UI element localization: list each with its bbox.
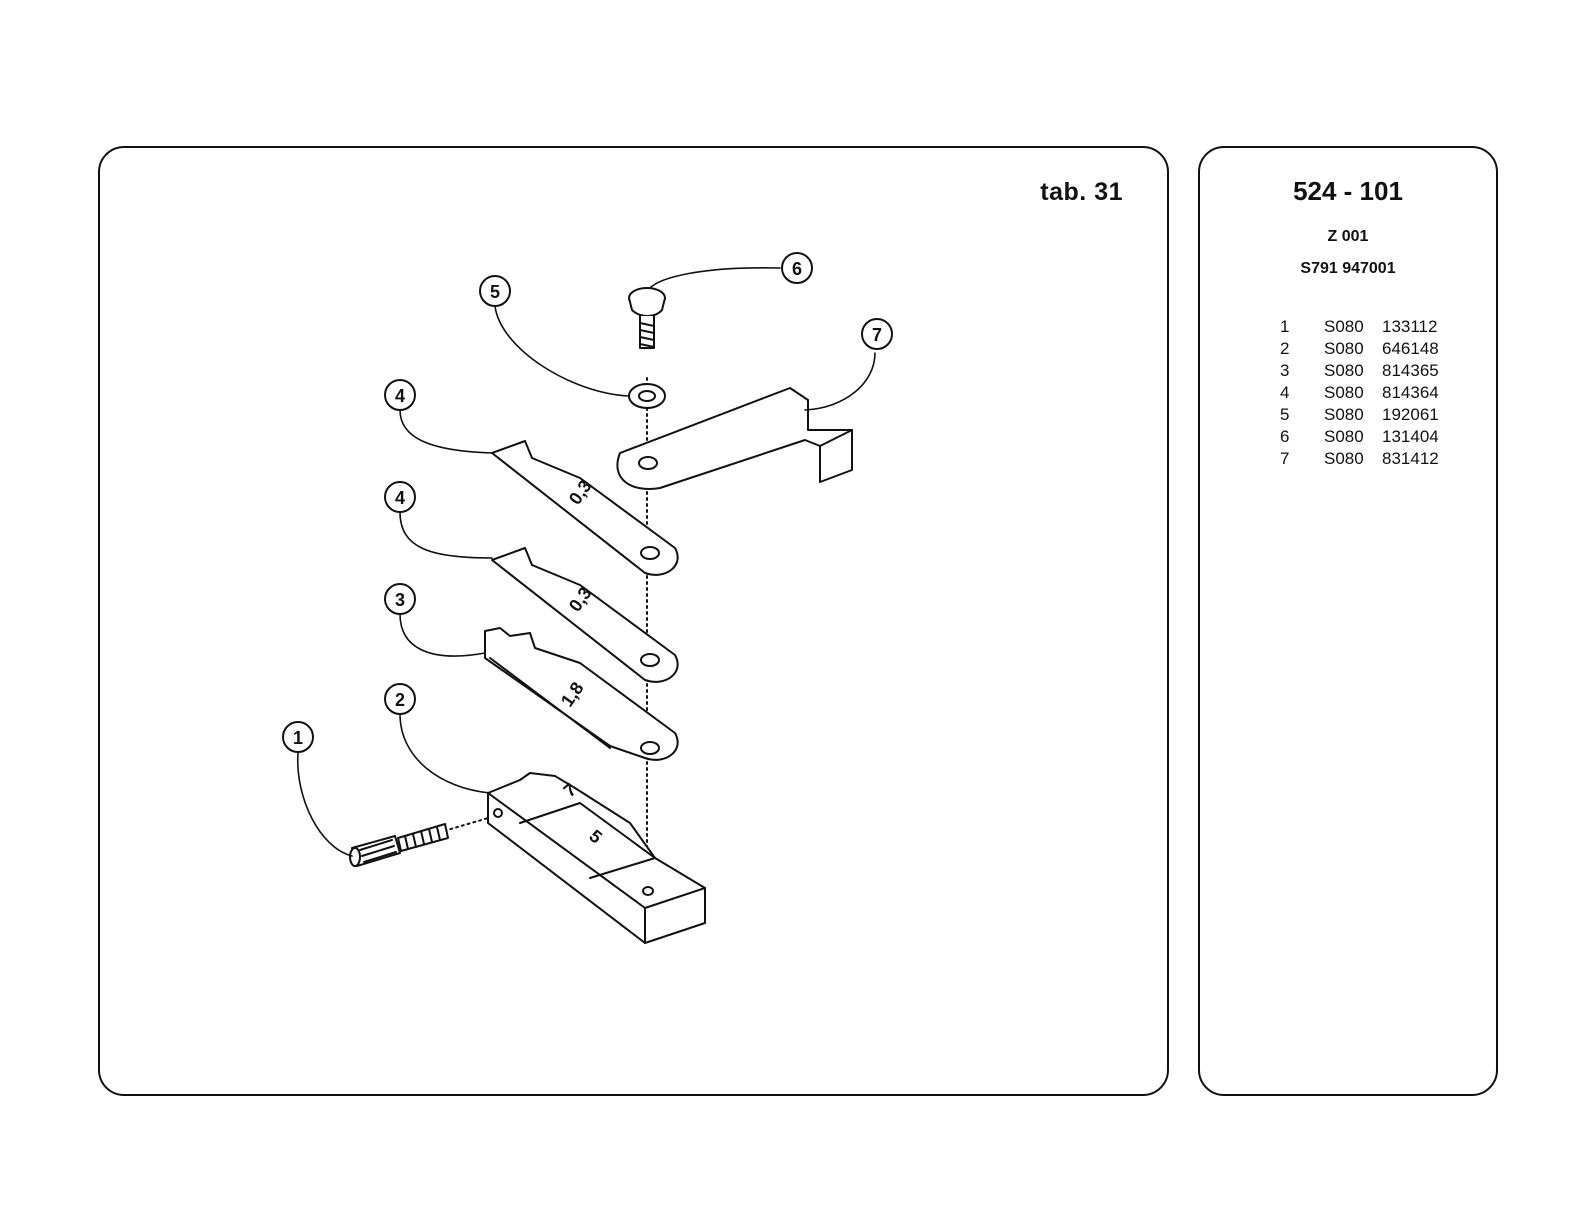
svg-text:6: 6 <box>792 259 802 279</box>
svg-text:4: 4 <box>395 386 405 406</box>
svg-text:5: 5 <box>490 282 500 302</box>
part-code: 131404 <box>1382 426 1452 448</box>
part-code: 133112 <box>1382 316 1452 338</box>
part-prefix: S080 <box>1324 382 1382 404</box>
part-top-screw <box>629 288 665 348</box>
callout-2: 2 <box>385 684 415 714</box>
part-code: 814364 <box>1382 382 1452 404</box>
part-prefix: S080 <box>1324 404 1382 426</box>
model-number: 524 - 101 <box>1200 176 1496 207</box>
part-prefix: S080 <box>1324 360 1382 382</box>
part-prefix: S080 <box>1324 316 1382 338</box>
callout-3: 3 <box>385 584 415 614</box>
svg-text:3: 3 <box>395 590 405 610</box>
variant-code: Z 001 <box>1200 228 1496 246</box>
part-prefix: S080 <box>1324 338 1382 360</box>
callout-1: 1 <box>283 722 313 752</box>
leader-lines <box>298 268 875 856</box>
callout-4-lower: 4 <box>385 482 415 512</box>
kit-code: S791 947001 <box>1200 260 1496 278</box>
part-position: 1 <box>1274 316 1324 338</box>
part-prefix: S080 <box>1324 448 1382 470</box>
part-position: 5 <box>1274 404 1324 426</box>
part-base-block: 7 5 <box>488 773 705 943</box>
drawing-panel: tab. 31 0,3 0,3 1,8 <box>98 146 1169 1096</box>
part-position: 6 <box>1274 426 1324 448</box>
part-position: 7 <box>1274 448 1324 470</box>
callout-5: 5 <box>480 276 510 306</box>
svg-text:1: 1 <box>293 728 303 748</box>
callout-4-upper: 4 <box>385 380 415 410</box>
callout-7: 7 <box>862 319 892 349</box>
part-code: 646148 <box>1382 338 1452 360</box>
part-code: 814365 <box>1382 360 1452 382</box>
part-washer <box>629 384 665 408</box>
part-prefix: S080 <box>1324 426 1382 448</box>
callout-6: 6 <box>782 253 812 283</box>
part-code: 192061 <box>1382 404 1452 426</box>
part-knurled-screw <box>350 824 448 866</box>
part-code: 831412 <box>1382 448 1452 470</box>
part-position: 4 <box>1274 382 1324 404</box>
svg-text:2: 2 <box>395 690 405 710</box>
exploded-parts-diagram: 0,3 0,3 1,8 7 5 <box>100 148 1171 1098</box>
svg-text:4: 4 <box>395 488 405 508</box>
part-position: 2 <box>1274 338 1324 360</box>
part-position: 3 <box>1274 360 1324 382</box>
svg-text:7: 7 <box>872 325 882 345</box>
